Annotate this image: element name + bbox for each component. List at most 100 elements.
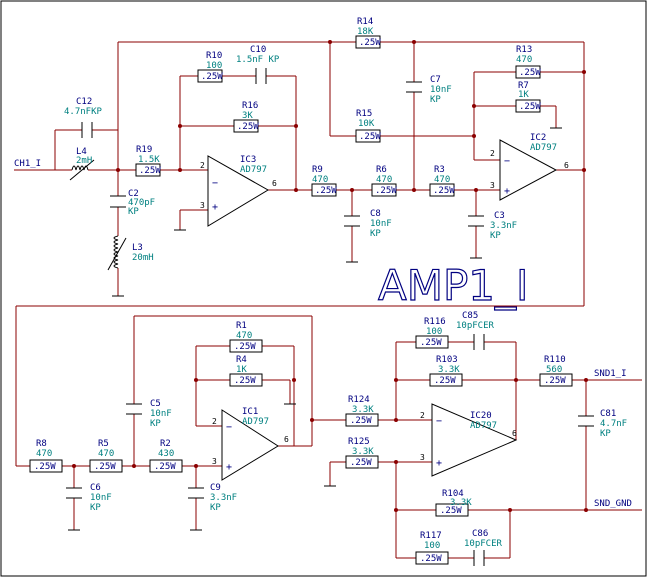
svg-text:−: − — [504, 156, 510, 167]
svg-text:.25W: .25W — [440, 506, 462, 516]
svg-text:.25W: .25W — [350, 416, 372, 426]
svg-text:R103: R103 — [436, 355, 458, 365]
resistor-r124: .25W R124 3.3K — [345, 395, 379, 427]
svg-text:2: 2 — [490, 149, 495, 158]
resistor-r3: .25W R3 470 — [429, 165, 455, 197]
capacitor-c2: C2 470pF KP — [110, 189, 155, 217]
svg-text:R4: R4 — [236, 355, 247, 365]
svg-text:KP: KP — [490, 231, 501, 241]
inductor-l4: L4 2mH — [69, 147, 95, 181]
svg-text:KP: KP — [90, 503, 101, 513]
svg-text:R3: R3 — [434, 165, 445, 175]
svg-text:.25W: .25W — [315, 186, 337, 196]
ic20-val: AD797 — [470, 421, 497, 431]
svg-text:10pFCER: 10pFCER — [456, 321, 495, 331]
svg-text:.25W: .25W — [359, 38, 381, 48]
svg-text:R8: R8 — [36, 439, 47, 449]
svg-text:C8: C8 — [370, 209, 381, 219]
svg-text:1.5K: 1.5K — [138, 155, 160, 165]
svg-text:.25W: .25W — [359, 132, 381, 142]
svg-text:R116: R116 — [424, 317, 446, 327]
svg-text:R1: R1 — [236, 321, 247, 331]
resistor-r2: .25W R2 430 — [149, 439, 183, 473]
svg-text:.25W: .25W — [519, 102, 541, 112]
svg-text:6: 6 — [512, 429, 517, 438]
svg-text:3.3K: 3.3K — [438, 365, 460, 375]
svg-text:C5: C5 — [150, 399, 161, 409]
svg-text:L4: L4 — [76, 147, 87, 157]
resistor-r116: .25W R116 100 — [415, 317, 449, 349]
resistor-r7: .25W R7 1K — [515, 81, 541, 113]
ic2-ref: IC2 — [530, 133, 546, 143]
ic20-ref: IC20 — [470, 411, 492, 421]
svg-text:470: 470 — [236, 331, 252, 341]
svg-text:.25W: .25W — [201, 72, 223, 82]
capacitor-c5: C5 10nF KP — [126, 399, 172, 429]
svg-text:470: 470 — [98, 449, 114, 459]
opamp-ic20: 2 3 6 − + IC20 AD797 — [420, 403, 518, 477]
svg-text:C9: C9 — [210, 483, 221, 493]
pin-noninv: 3 — [200, 201, 205, 210]
resistor-r8: .25W R8 470 — [29, 439, 63, 473]
svg-text:10K: 10K — [358, 119, 375, 129]
resistor-r104: .25W R104 3.3K — [435, 489, 472, 517]
svg-text:18K: 18K — [357, 27, 374, 37]
svg-text:R7: R7 — [518, 81, 529, 91]
svg-text:KP: KP — [370, 229, 381, 239]
svg-text:.25W: .25W — [34, 462, 56, 472]
svg-text:+: + — [504, 186, 510, 197]
svg-text:3: 3 — [490, 181, 495, 190]
svg-text:C3: C3 — [494, 211, 505, 221]
resistor-r110: .25W R110 560 — [539, 355, 573, 387]
svg-text:2mH: 2mH — [76, 156, 92, 166]
svg-text:C85: C85 — [462, 311, 478, 321]
svg-text:.25W: .25W — [519, 68, 541, 78]
svg-text:R104: R104 — [442, 489, 464, 499]
ic1-val: AD797 — [242, 417, 269, 427]
resistor-r15: .25W R15 10K — [355, 109, 381, 143]
svg-text:R6: R6 — [376, 165, 387, 175]
svg-text:470: 470 — [376, 175, 392, 185]
svg-text:3K: 3K — [242, 111, 253, 121]
svg-text:100: 100 — [424, 541, 440, 551]
inductor-l3: L3 20mH — [107, 235, 154, 271]
svg-text:R16: R16 — [242, 101, 258, 111]
capacitor-c85: C85 10pFCER — [456, 311, 495, 350]
svg-text:20mH: 20mH — [132, 253, 154, 263]
svg-text:C2: C2 — [128, 189, 139, 199]
capacitor-c6: C6 10nF KP — [66, 483, 112, 513]
svg-text:KP: KP — [150, 419, 161, 429]
svg-text:C7: C7 — [430, 75, 441, 85]
svg-text:R9: R9 — [312, 165, 323, 175]
pin-out: 6 — [272, 179, 277, 188]
svg-text:R15: R15 — [356, 109, 372, 119]
schematic-title: AMP1_I — [378, 261, 528, 310]
svg-text:C12: C12 — [76, 97, 92, 107]
svg-text:2: 2 — [420, 411, 425, 420]
net-label-output: SND1_I — [594, 369, 627, 379]
svg-text:3.3K: 3.3K — [352, 447, 374, 457]
svg-text:.25W: .25W — [434, 376, 456, 386]
capacitor-c3: C3 3.3nF KP — [468, 211, 517, 241]
svg-text:+: + — [226, 462, 232, 473]
ic3-ref: IC3 — [240, 155, 256, 165]
svg-text:1K: 1K — [518, 90, 529, 100]
svg-text:470: 470 — [312, 175, 328, 185]
svg-text:430: 430 — [158, 449, 174, 459]
svg-text:3: 3 — [420, 453, 425, 462]
resistor-r103: .25W R103 3.3K — [429, 355, 463, 387]
svg-text:+: + — [436, 458, 442, 469]
resistor-r13: .25W R13 470 — [515, 45, 541, 79]
resistor-r14: .25W R14 18K — [355, 17, 381, 49]
svg-text:−: − — [436, 416, 442, 427]
junction-dots — [72, 40, 588, 512]
svg-text:.25W: .25W — [375, 186, 397, 196]
ic3-val: AD797 — [240, 165, 267, 175]
svg-text:R10: R10 — [206, 51, 222, 61]
resistor-r19: .25W R19 1.5K — [135, 145, 161, 177]
svg-text:.25W: .25W — [139, 166, 161, 176]
svg-text:R2: R2 — [160, 439, 171, 449]
